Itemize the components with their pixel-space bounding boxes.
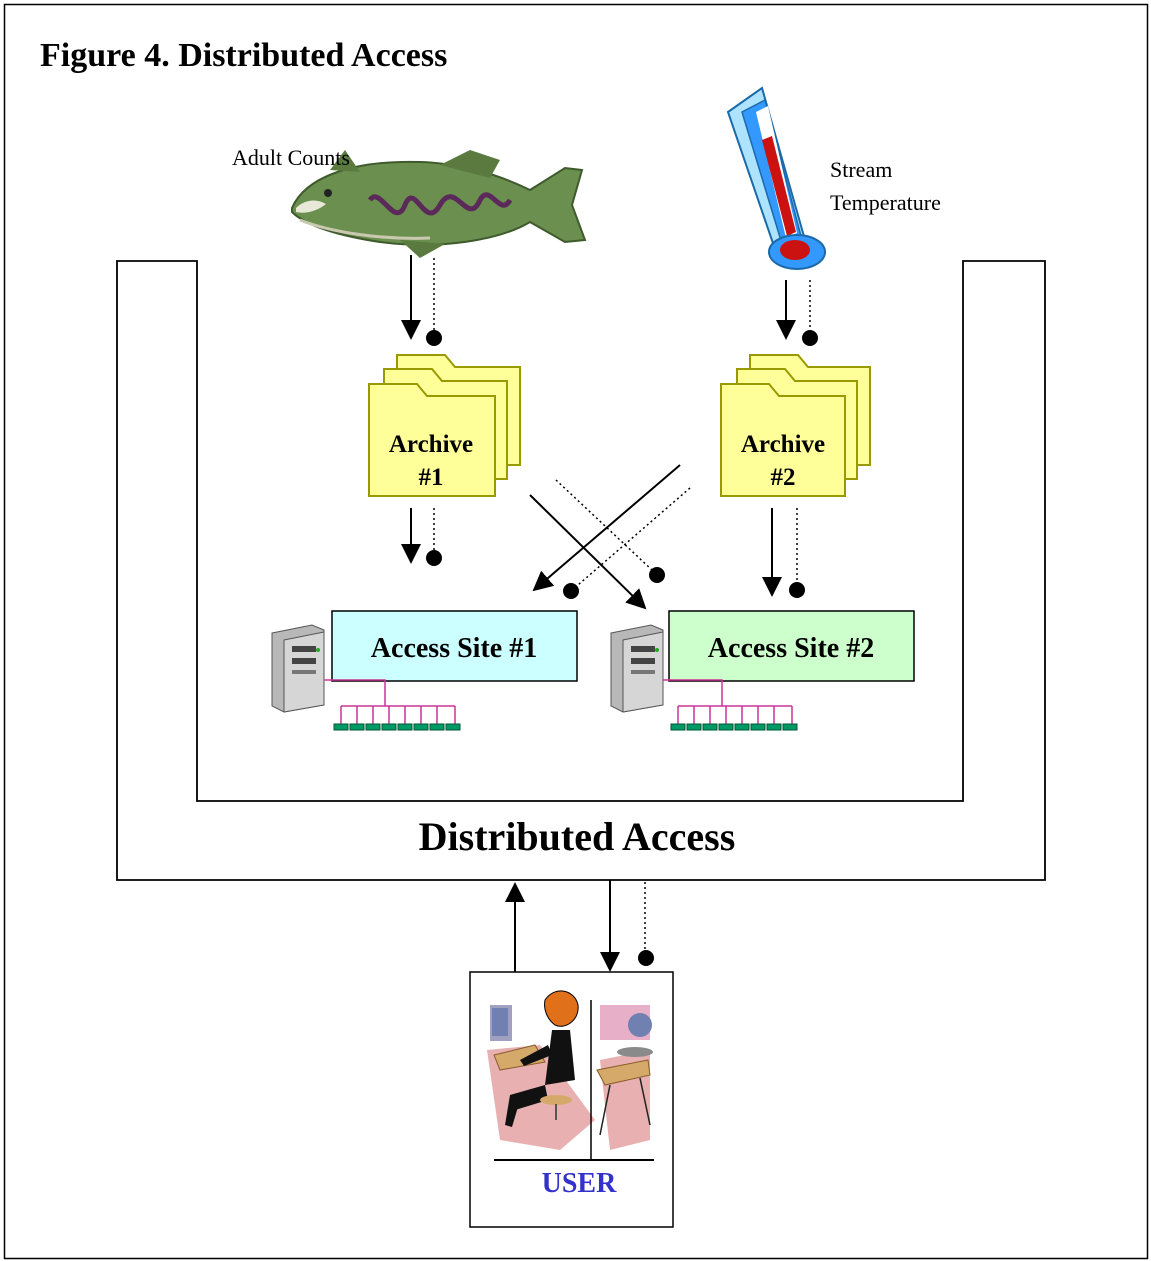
access-site-2-label: Access Site #2: [708, 633, 874, 664]
server-icon-site-2: [610, 624, 664, 713]
dot-end-user: [638, 950, 654, 966]
dot-end-thermo: [802, 330, 818, 346]
user-label: USER: [542, 1168, 617, 1199]
arrow-archive1-to-site2: [529, 494, 647, 610]
server-icon-site-1: [271, 624, 325, 713]
fish-label: Adult Counts: [232, 145, 350, 170]
archive-1-folder-stack-icon: [368, 354, 521, 497]
network-icon-site-2: [663, 679, 798, 731]
archive-2-folder-stack-icon: [720, 354, 871, 497]
arrow-archive2-to-site1: [532, 464, 681, 592]
dotted-archive1-to-site2: [555, 479, 653, 571]
thermometer-label-line2: Temperature: [830, 190, 941, 215]
thermometer-label-line1: Stream: [830, 157, 892, 182]
access-site-2-box: [668, 610, 915, 682]
figure-title: Figure 4. Distributed Access: [40, 37, 447, 74]
thermometer-icon: [726, 86, 826, 270]
archive-2-label-line2: #2: [771, 464, 796, 491]
archive-1-label-line2: #1: [419, 464, 444, 491]
distributed-access-frame: [116, 260, 1046, 881]
page-frame: [3, 3, 1149, 1260]
salmon-icon: [291, 150, 587, 258]
archive-1-label-line1: Archive: [389, 431, 473, 458]
dot-end-archive2-site1: [563, 583, 579, 599]
network-icon-site-1: [324, 679, 461, 731]
access-site-1-label: Access Site #1: [371, 633, 537, 664]
system-label: Distributed Access: [419, 814, 736, 859]
dot-end-archive1-site1: [426, 550, 442, 566]
access-site-1-box: [331, 610, 578, 682]
user-workstation-icon: [487, 990, 654, 1161]
dot-end-fish: [426, 330, 442, 346]
dot-end-archive1-site2: [649, 567, 665, 583]
archive-2-label-line1: Archive: [741, 431, 825, 458]
dot-end-archive2-site2: [789, 582, 805, 598]
dotted-archive2-to-site1: [577, 487, 691, 586]
